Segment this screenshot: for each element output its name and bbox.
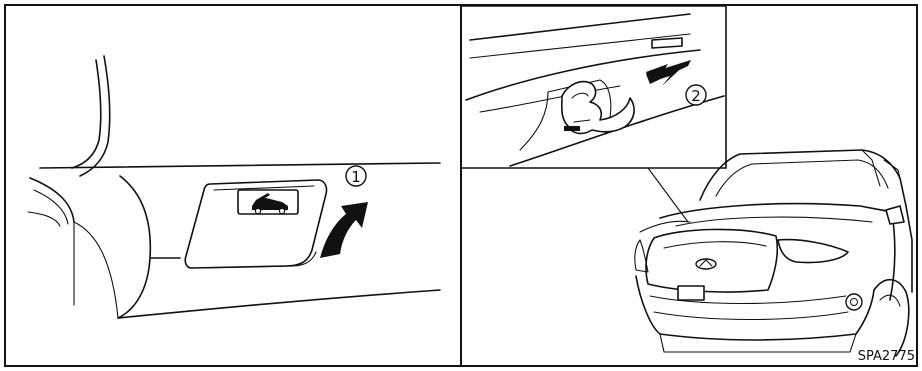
step-1-label: 1	[351, 168, 361, 186]
door-pillar	[72, 56, 110, 176]
step-2-marker: 2	[686, 85, 706, 105]
pull-direction-arrow	[320, 202, 368, 258]
suv-front-icon	[635, 150, 912, 356]
latch-detail-inset: 2	[462, 6, 726, 168]
left-panel: 1	[28, 56, 440, 318]
hood-release-lever[interactable]	[185, 180, 326, 268]
right-panel: 2	[462, 6, 915, 364]
callout-line	[648, 168, 688, 222]
step-1-marker: 1	[346, 166, 366, 186]
figure-code: SPA2775	[858, 349, 915, 364]
step-2-label: 2	[691, 87, 701, 105]
